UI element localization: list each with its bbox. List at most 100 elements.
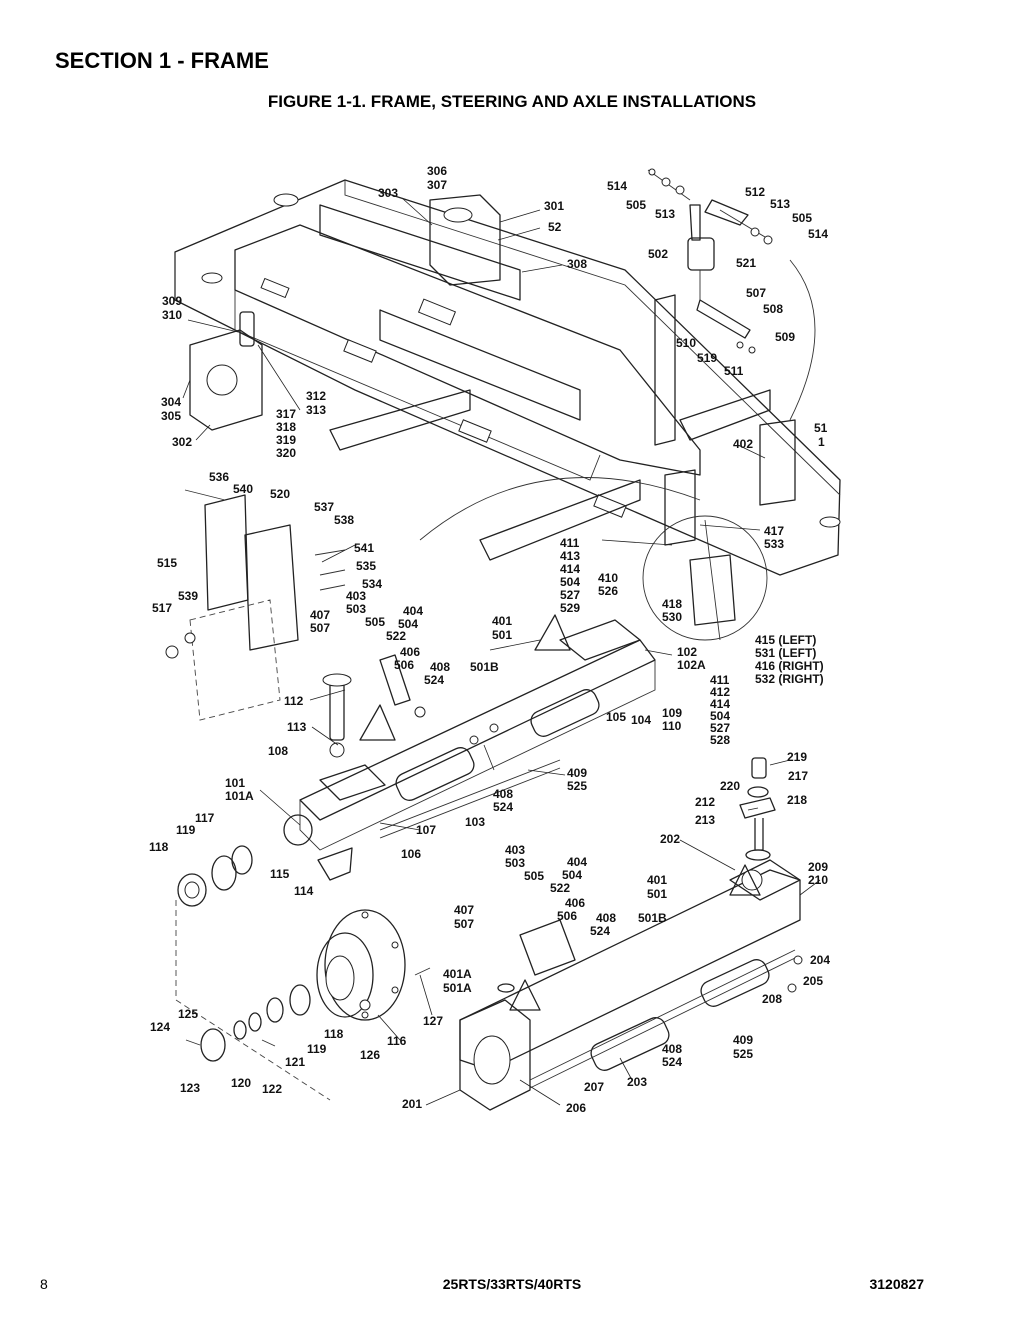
callout-210: 210 (808, 873, 828, 887)
rear-axle (459, 859, 803, 1111)
callout-52: 52 (548, 220, 562, 234)
callout-528: 528 (710, 733, 730, 747)
callout-414-b: 414 (710, 697, 730, 711)
callout-504-c: 504 (710, 709, 730, 723)
callout-408-b: 408 (493, 787, 513, 801)
callout-404: 404 (403, 604, 423, 618)
callout-540: 540 (233, 482, 253, 496)
callout-leaders (182, 197, 821, 1106)
callout-527: 527 (560, 588, 580, 602)
callout-514: 514 (607, 179, 627, 193)
callout-415-left: 415 (LEFT) (755, 633, 816, 647)
document-number: 3120827 (869, 1276, 924, 1292)
callout-504: 504 (398, 617, 418, 631)
callout-125: 125 (178, 1007, 198, 1021)
callout-505-d: 505 (524, 869, 544, 883)
callout-401: 401 (492, 614, 512, 628)
callout-535: 535 (356, 559, 376, 573)
callout-538: 538 (334, 513, 354, 527)
callout-122: 122 (262, 1082, 282, 1096)
callout-115: 115 (270, 867, 290, 881)
callout-105: 105 (606, 710, 626, 724)
callout-313: 313 (306, 403, 326, 417)
callout-505-b: 505 (792, 211, 812, 225)
callout-310: 310 (162, 308, 182, 322)
callout-503: 503 (346, 602, 366, 616)
callout-515: 515 (157, 556, 177, 570)
callout-524: 524 (424, 673, 444, 687)
callout-202: 202 (660, 832, 680, 846)
callout-51: 51 (814, 421, 828, 435)
wheel-hub (185, 909, 431, 1062)
callout-502: 502 (648, 247, 668, 261)
callout-411: 411 (560, 536, 580, 550)
callout-112: 112 (284, 694, 304, 708)
callout-525-b: 525 (733, 1047, 753, 1061)
callout-218: 218 (787, 793, 807, 807)
callout-101A: 101A (225, 789, 254, 803)
callout-533: 533 (764, 537, 784, 551)
wheel-hub-parts-left (175, 814, 353, 1101)
callout-401-b: 401 (647, 873, 667, 887)
callout-118: 118 (149, 840, 169, 854)
callout-302: 302 (172, 435, 192, 449)
callout-102A: 102A (677, 658, 706, 672)
callout-406: 406 (400, 645, 420, 659)
callout-510: 510 (676, 336, 696, 350)
callout-107: 107 (416, 823, 436, 837)
callout-106: 106 (401, 847, 421, 861)
callout-531-left: 531 (LEFT) (755, 646, 816, 660)
callout-208: 208 (762, 992, 782, 1006)
callout-503-b: 503 (505, 856, 525, 870)
callout-103: 103 (465, 815, 485, 829)
callout-104: 104 (631, 713, 651, 727)
callout-219: 219 (787, 750, 807, 764)
callout-217: 217 (788, 769, 808, 783)
callout-409: 409 (567, 766, 587, 780)
callout-404-b: 404 (567, 855, 587, 869)
callout-408-c: 408 (596, 911, 616, 925)
callout-411-b: 411 (710, 673, 730, 687)
callout-305: 305 (161, 409, 181, 423)
callout-410: 410 (598, 571, 618, 585)
callout-309: 309 (162, 294, 182, 308)
callout-306: 306 (427, 164, 447, 178)
callout-127: 127 (423, 1014, 443, 1028)
callout-317: 317 (276, 407, 296, 421)
callout-124: 124 (150, 1020, 170, 1034)
callout-537: 537 (314, 500, 334, 514)
callout-304: 304 (161, 395, 181, 409)
callout-1: 1 (818, 435, 825, 449)
callout-319: 319 (276, 433, 296, 447)
callout-416-right: 416 (RIGHT) (755, 659, 824, 673)
callout-402: 402 (733, 437, 753, 451)
callout-118-b: 118 (324, 1027, 344, 1041)
callout-203: 203 (627, 1075, 647, 1089)
callout-417: 417 (764, 524, 784, 538)
callout-406-b: 406 (565, 896, 585, 910)
callout-522-b: 522 (550, 881, 570, 895)
callout-509: 509 (775, 330, 795, 344)
callout-201: 201 (402, 1097, 422, 1111)
callout-123: 123 (180, 1081, 200, 1095)
callout-409-b: 409 (733, 1033, 753, 1047)
callout-119-b: 119 (307, 1042, 327, 1056)
callout-318: 318 (276, 420, 296, 434)
callout-401A: 401A (443, 967, 472, 981)
callout-501B-b: 501B (638, 911, 667, 925)
callout-525: 525 (567, 779, 587, 793)
callout-507: 507 (746, 286, 766, 300)
callout-541: 541 (354, 541, 374, 555)
callout-507-b: 507 (310, 621, 330, 635)
callout-407: 407 (310, 608, 330, 622)
callout-403: 403 (346, 589, 366, 603)
callout-522: 522 (386, 629, 406, 643)
callout-412: 412 (710, 685, 730, 699)
callout-113: 113 (287, 720, 307, 734)
callout-117: 117 (195, 811, 215, 825)
axle-mount-bracket (165, 489, 346, 721)
callout-114: 114 (294, 884, 314, 898)
frame-assembly (174, 168, 841, 576)
callout-506: 506 (394, 658, 414, 672)
